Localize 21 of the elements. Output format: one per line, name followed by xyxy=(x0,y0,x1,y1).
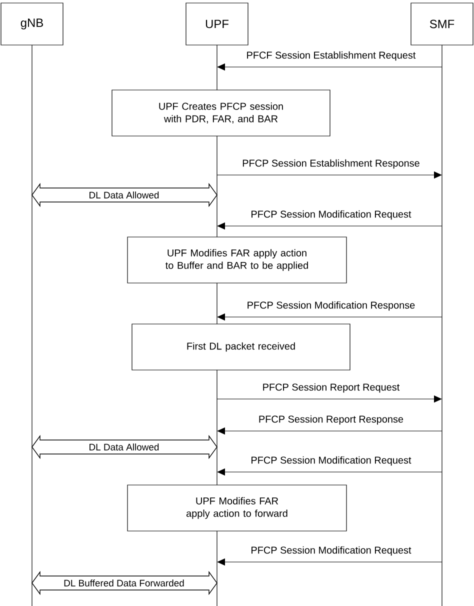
edge-label: PFCP Session Establishment Response xyxy=(242,159,420,169)
edge-label: PFCP Session Modification Request xyxy=(252,210,412,220)
block-arrow xyxy=(32,434,218,460)
edge-label: DL Data Allowed xyxy=(90,444,159,450)
process-box: UPF Modifies FAR apply action to forward xyxy=(127,484,347,532)
block-arrow xyxy=(32,570,218,596)
edge-label: PFCP Session Report Request xyxy=(263,383,400,393)
process-box: UPF Creates PFCP session with PDR, FAR, and BAR xyxy=(112,90,330,136)
participant-box: gNB xyxy=(0,2,64,46)
process-box: UPF Modifies FAR apply action to Buffer and BAR to be applied xyxy=(127,236,347,284)
edge-label: PFCP Session Modification Request xyxy=(252,456,412,466)
edge-label: PFCP Session Report Response xyxy=(259,415,404,425)
block-arrow xyxy=(32,182,218,208)
participant-box: UPF xyxy=(186,2,248,46)
edge-label: DL Buffered Data Forwarded xyxy=(64,580,184,586)
edge-label: DL Data Allowed xyxy=(90,192,159,198)
edge-label: PFCF Session Establishment Request xyxy=(247,51,416,61)
edge-label: PFCP Session Modification Response xyxy=(248,301,415,311)
participant-box: SMF xyxy=(410,2,474,46)
process-box: First DL packet received xyxy=(132,324,350,370)
edge-label: PFCP Session Modification Request xyxy=(252,546,412,556)
